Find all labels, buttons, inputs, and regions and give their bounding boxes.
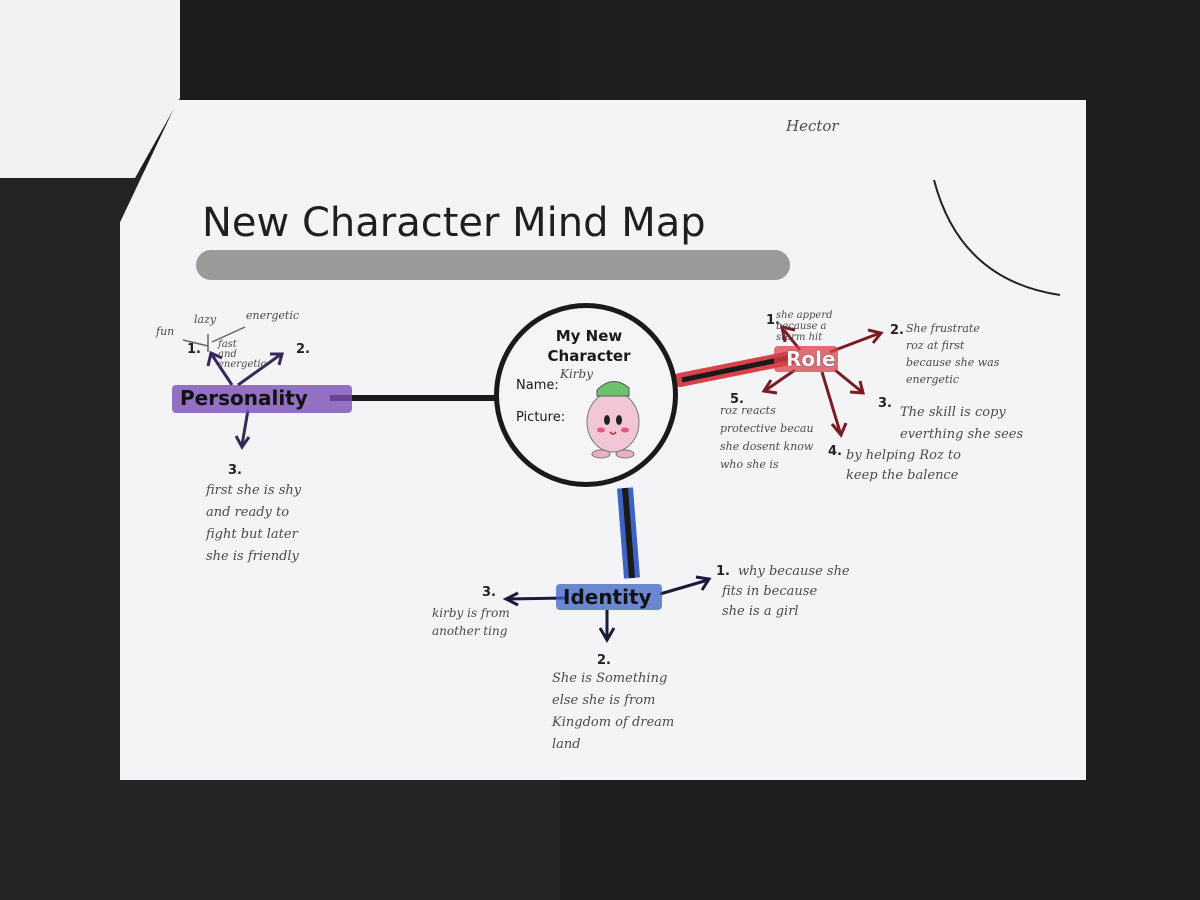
personality-word-lazy: lazy [194, 313, 217, 326]
role-note-5: roz reacts protective becau she dosent k… [720, 404, 814, 471]
picture-label: Picture: [516, 410, 566, 425]
identity-note-2: She is Something else she is from Kingdo… [552, 671, 675, 752]
title-underline-bar [196, 250, 790, 280]
role-note-1: she apperd because a storm hit [776, 310, 833, 343]
personality-note-3: first she is shy and ready to fight but … [206, 483, 302, 564]
background-paper [0, 0, 180, 178]
role-highlight [774, 346, 838, 372]
character-circle [494, 303, 678, 487]
role-label: Role [786, 347, 836, 371]
author-name: Hector [786, 117, 839, 135]
personality-word-fun: fun [156, 325, 175, 338]
personality-word-energetic: energetic [246, 309, 300, 322]
personality-number-1: 1. [187, 342, 201, 357]
role-note-3: The skill is copy everthing she sees [900, 405, 1024, 442]
role-number-3: 3. [878, 396, 892, 411]
kirby-drawing [586, 381, 640, 459]
identity-highlight [556, 584, 662, 610]
role-note-4: by helping Roz to keep the balence [846, 448, 961, 483]
name-label: Name: [516, 378, 559, 393]
identity-note-1: why because she fits in because she is a… [722, 564, 850, 619]
personality-number-3: 3. [228, 463, 242, 478]
identity-label: Identity [563, 585, 652, 609]
personality-label: Personality [180, 386, 308, 410]
identity-number-2: 2. [597, 653, 611, 668]
personality-number-2: 2. [296, 342, 310, 357]
identity-note-3: kirby is from another ting [432, 606, 510, 638]
role-number-1: 1. [766, 313, 780, 328]
role-number-5: 5. [730, 392, 744, 407]
center-heading: My New Character [547, 327, 631, 365]
role-number-4: 4. [828, 444, 842, 459]
role-number-2: 2. [890, 323, 904, 338]
role-note-2: She frustrate roz at first because she w… [906, 322, 1000, 386]
personality-fast-energetic: fast and energetic [218, 339, 267, 370]
name-value: Kirby [560, 367, 593, 381]
personality-highlight [172, 385, 352, 413]
worksheet-title: New Character Mind Map [202, 200, 706, 246]
identity-number-3: 3. [482, 585, 496, 600]
identity-number-1: 1. [716, 564, 730, 579]
